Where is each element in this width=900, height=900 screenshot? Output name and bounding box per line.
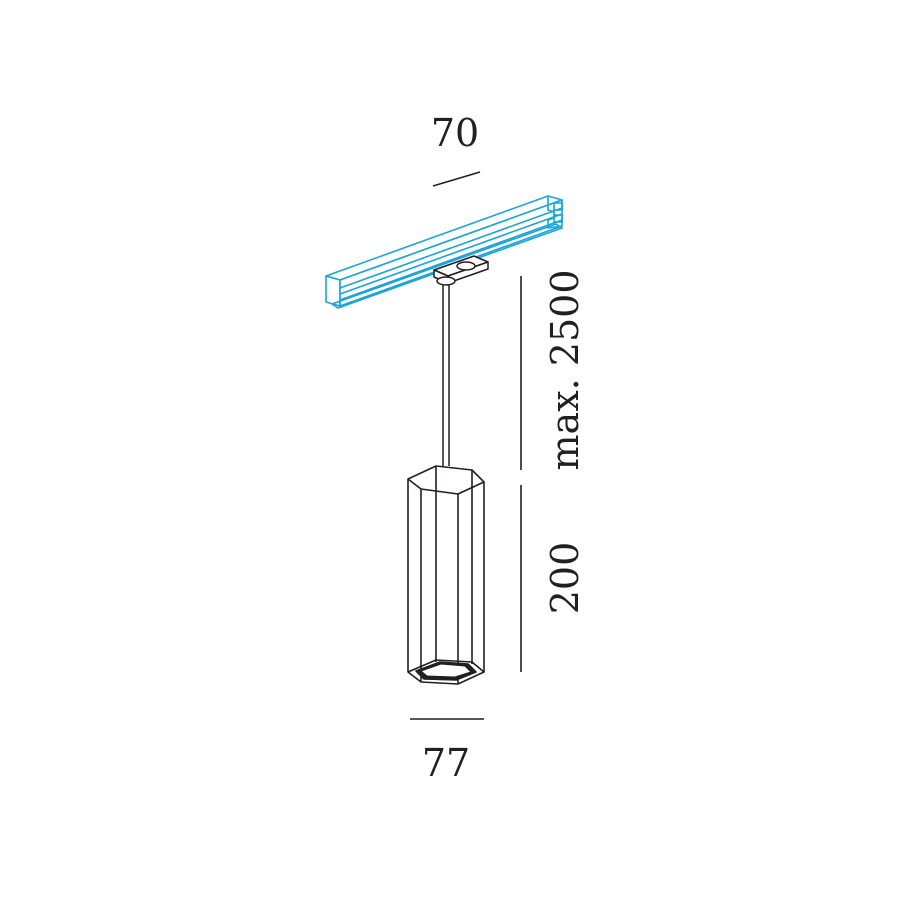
dimension-cable: max. 2500 [520,270,587,471]
track-rail [325,195,563,309]
pendant-body [407,465,485,685]
track-front-face [339,199,563,307]
dimension-bottom-width-label: 77 [422,741,470,785]
adapter-bottom-cap [436,276,456,286]
track-end-notch-1 [553,202,563,211]
pendant-bottom-hex [407,659,485,685]
track-slot-line-3 [339,219,563,301]
dimension-body: 200 [520,485,587,672]
suspension-cable [442,285,450,466]
track-bottom-flange [331,223,563,309]
track-end-notch-2 [553,214,563,223]
dimension-top: 70 [431,111,481,187]
dimension-top-width-label: 70 [431,111,479,155]
track-adapter [433,255,489,286]
track-slot-line-2 [339,213,563,295]
dimension-top-line [432,171,481,187]
adapter-knob [456,261,476,271]
track-slot-line-1 [339,207,563,289]
pendant-inner-ring [420,663,472,678]
dimension-bottom: 77 [410,718,484,785]
dimension-body-height-label: 200 [543,542,587,615]
dimension-cable-length-label: max. 2500 [543,270,587,471]
